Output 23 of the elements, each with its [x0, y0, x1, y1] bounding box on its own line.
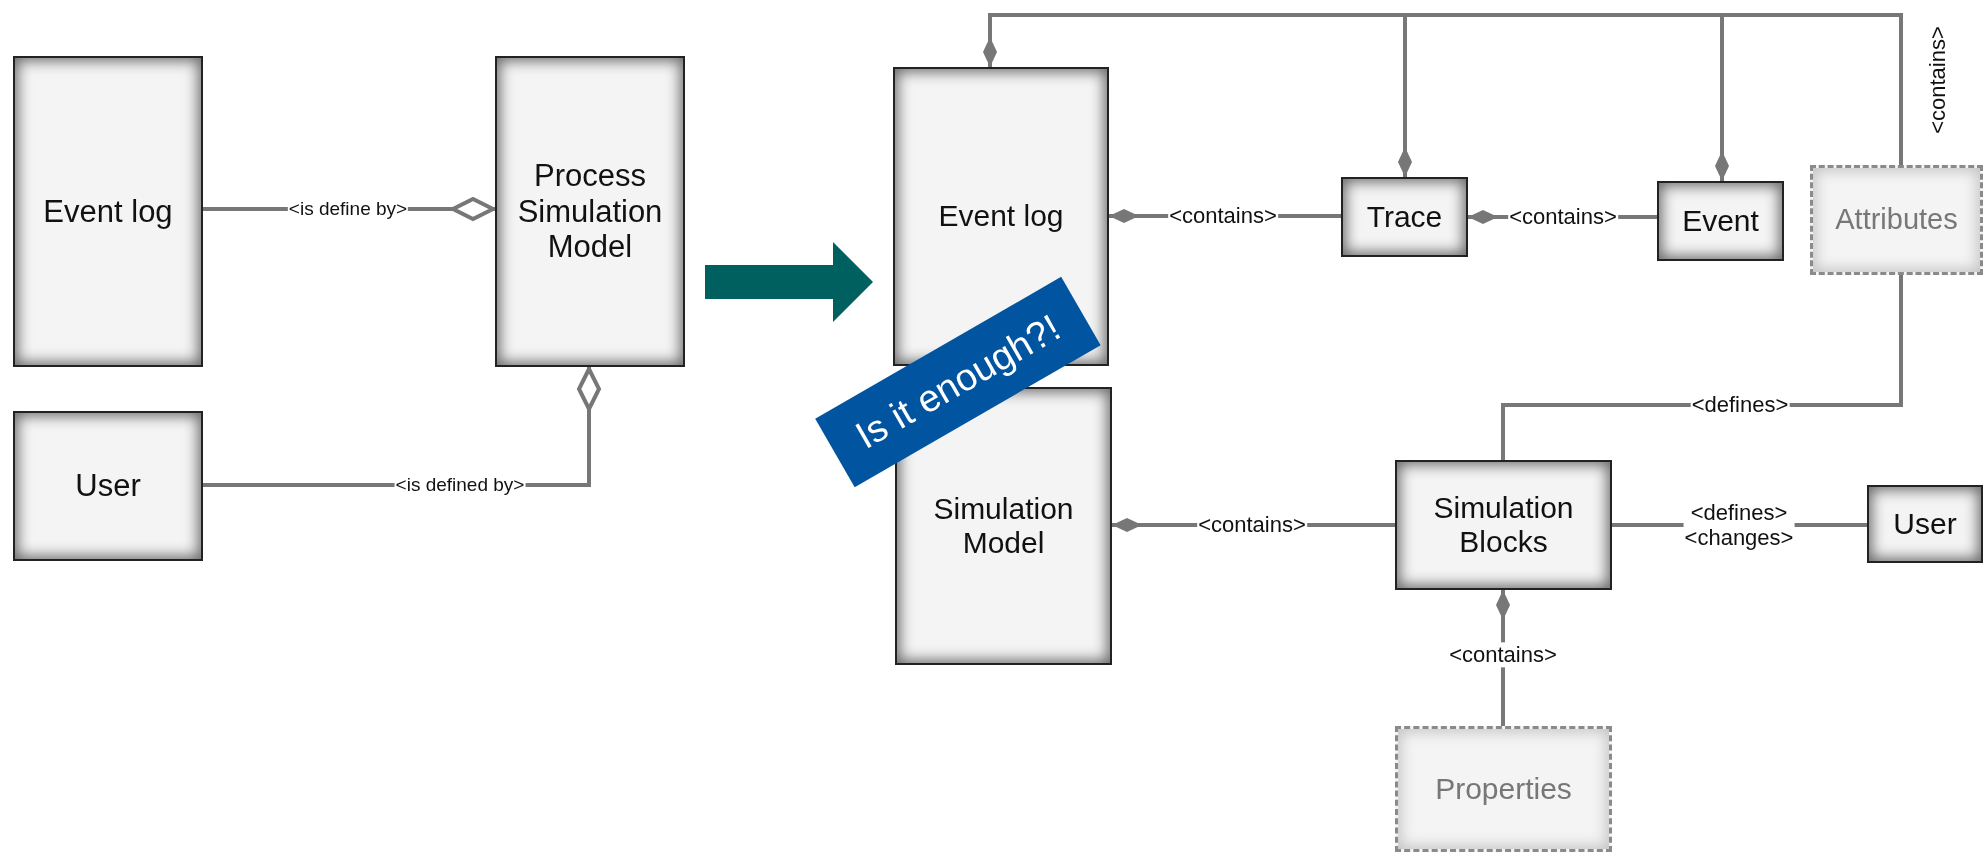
box-label: Simulation Blocks [1432, 490, 1575, 560]
box-label: Event log [43, 193, 173, 230]
entity-box [1867, 485, 1983, 563]
entity-box [495, 56, 685, 367]
box-label: Process Simulation Model [516, 158, 664, 265]
block-arrow [705, 242, 873, 322]
entity-box [1395, 460, 1612, 590]
box-label: Event [1682, 203, 1759, 239]
box-label: User [75, 468, 141, 504]
box-label: User [1893, 506, 1957, 542]
entity-box [1395, 726, 1612, 852]
box-label: Properties [1435, 771, 1572, 807]
edge-label: <contains> [1448, 642, 1558, 668]
entity-box [1810, 165, 1983, 275]
entity-box [1657, 181, 1784, 261]
entity-box [1341, 177, 1468, 257]
entity-box [13, 411, 203, 561]
connector [1715, 13, 1903, 181]
entity-box [13, 56, 203, 367]
box-label: Event log [938, 199, 1064, 234]
box-label: Attributes [1835, 203, 1958, 237]
box-label: Simulation Model [932, 491, 1075, 561]
box-label: Trace [1366, 199, 1443, 235]
